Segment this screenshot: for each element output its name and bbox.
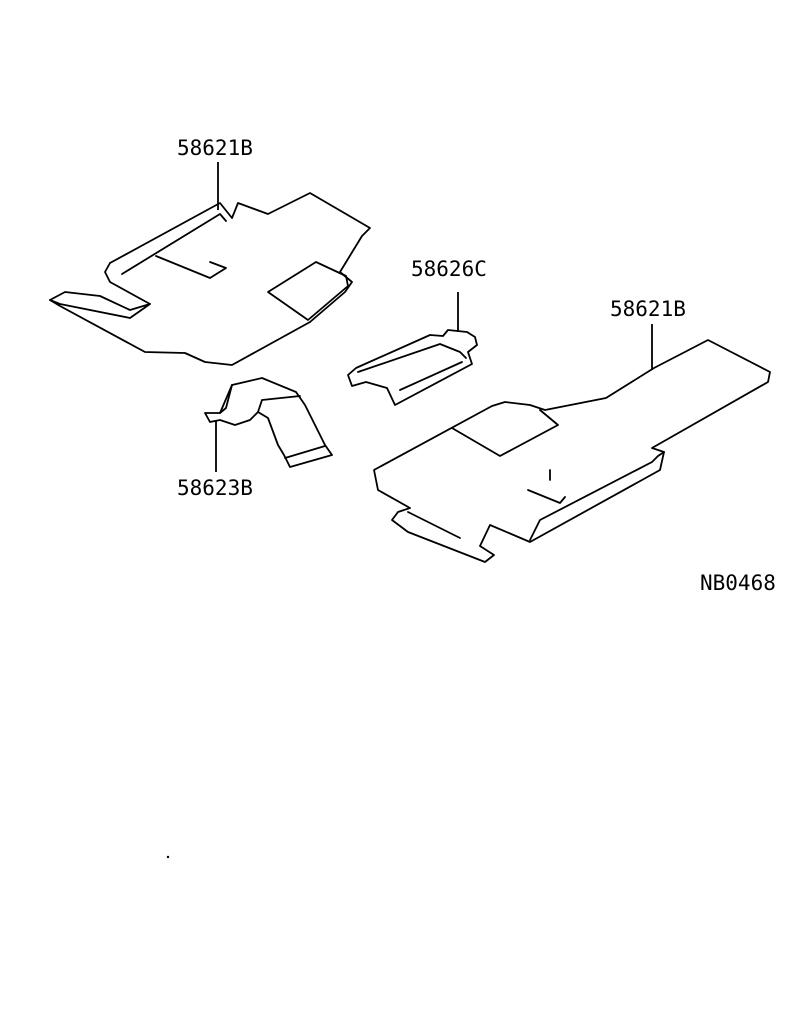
callout-58626C: 58626C bbox=[411, 257, 487, 281]
floor-mat-left[interactable] bbox=[49, 192, 371, 366]
stray-dot bbox=[166, 855, 170, 859]
callout-58623B: 58623B bbox=[177, 476, 253, 500]
center-piece[interactable] bbox=[347, 329, 478, 406]
diagram-code: NB0468 bbox=[700, 571, 776, 595]
floor-mat-right[interactable] bbox=[373, 339, 771, 563]
tunnel-piece[interactable] bbox=[204, 377, 333, 468]
callout-58621B-left: 58621B bbox=[177, 136, 253, 160]
callout-58621B-right: 58621B bbox=[610, 297, 686, 321]
